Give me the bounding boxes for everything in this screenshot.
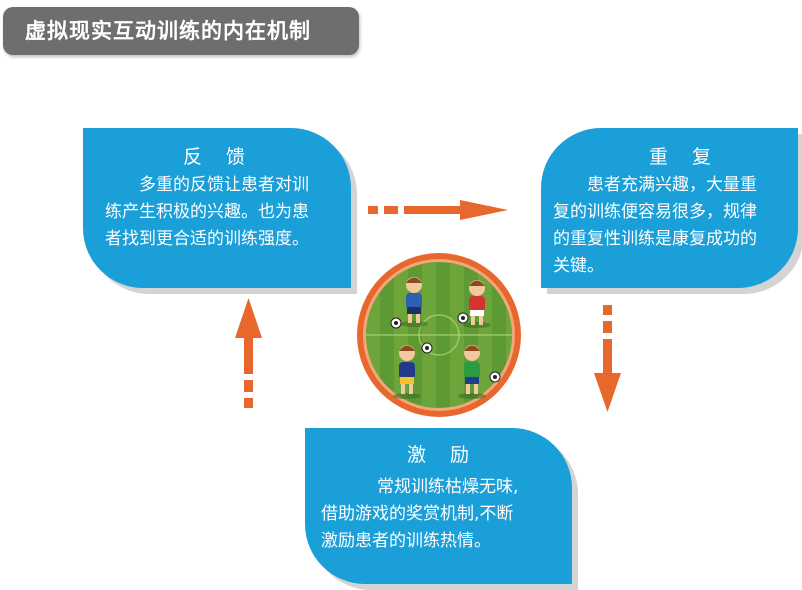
repeat-text: 患者充满兴趣，大量重 复的训练便容易很多，规律 的重复性训练是康复成功的 关键。 (553, 172, 793, 280)
motivation-text: 常规训练枯燥无味, 借助游戏的奖赏机制,不断 激励患者的训练热情。 (321, 474, 566, 555)
children-playing-soccer-icon (357, 253, 521, 417)
arrow-up-icon (235, 298, 262, 408)
feedback-text: 多重的反馈让患者对训 练产生积极的兴趣。也为患 者找到更合适的训练强度。 (105, 172, 345, 253)
repeat-line-4: 关键。 (553, 256, 604, 276)
motivation-title: 激 励 (407, 444, 479, 466)
repeat-line-1: 患者充满兴趣，大量重 (587, 175, 757, 195)
arrow-down-icon (594, 305, 621, 412)
motivation-card: 激 励 常规训练枯燥无味, 借助游戏的奖赏机制,不断 激励患者的训练热情。 (305, 428, 572, 584)
motivation-line-3: 激励患者的训练热情。 (321, 531, 491, 551)
repeat-card: 重 复 患者充满兴趣，大量重 复的训练便容易很多，规律 的重复性训练是康复成功的… (541, 128, 798, 288)
motivation-line-1: 常规训练枯燥无味, (377, 477, 519, 497)
kid-player-1 (390, 277, 428, 329)
repeat-line-3: 的重复性训练是康复成功的 (553, 229, 757, 249)
kid-player-2 (457, 280, 491, 328)
feedback-title: 反 馈 (183, 146, 255, 168)
feedback-line-2: 练产生积极的兴趣。也为患 (105, 202, 309, 222)
arrow-right-icon (368, 200, 508, 220)
page-title: 虚拟现实互动训练的内在机制 (3, 7, 359, 55)
kid-player-3 (393, 342, 433, 399)
feedback-line-1: 多重的反馈让患者对训 (139, 175, 309, 195)
motivation-line-2: 借助游戏的奖赏机制,不断 (321, 504, 514, 524)
kid-player-4 (458, 345, 501, 399)
repeat-title: 重 复 (649, 146, 721, 168)
feedback-line-3: 者找到更合适的训练强度。 (105, 229, 309, 249)
repeat-line-2: 复的训练便容易很多，规律 (553, 202, 757, 222)
feedback-card: 反 馈 多重的反馈让患者对训 练产生积极的兴趣。也为患 者找到更合适的训练强度。 (83, 128, 351, 288)
